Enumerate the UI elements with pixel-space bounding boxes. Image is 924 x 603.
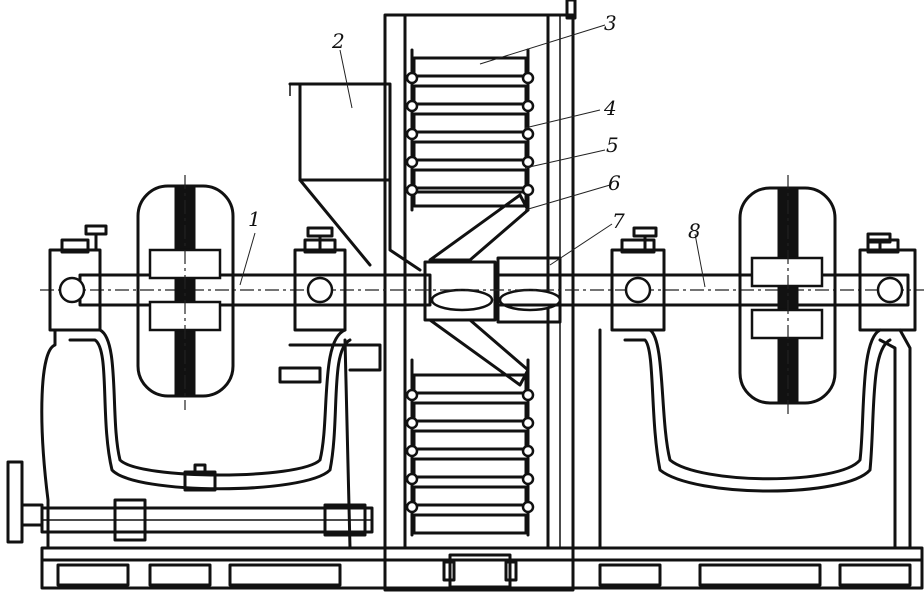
handwheel-screw <box>6 460 374 544</box>
callout-1: 1 <box>248 207 261 231</box>
left-stand <box>40 328 382 550</box>
callout-8: 8 <box>688 219 701 243</box>
right-pulley <box>738 175 837 415</box>
callout-5: 5 <box>606 133 619 157</box>
central-column <box>383 0 577 592</box>
right-stand <box>598 328 912 550</box>
bearing-right-inner <box>610 226 666 332</box>
hopper <box>288 82 422 272</box>
callout-2: 2 <box>331 29 345 53</box>
left-pulley <box>136 175 235 410</box>
bucket-row <box>412 56 528 208</box>
callout-4: 4 <box>603 96 617 120</box>
chain-links-upper <box>405 71 535 197</box>
callout-6: 6 <box>608 171 621 195</box>
leader-lines <box>239 24 706 288</box>
bucket-chain-upper <box>405 48 535 212</box>
bearing-left-inner <box>293 226 347 332</box>
callout-3: 3 <box>604 11 617 35</box>
bearing-right-outer <box>858 232 917 332</box>
bucket-chain-lower <box>405 358 535 537</box>
callout-7: 7 <box>612 209 625 233</box>
bearing-left-outer <box>48 224 108 332</box>
